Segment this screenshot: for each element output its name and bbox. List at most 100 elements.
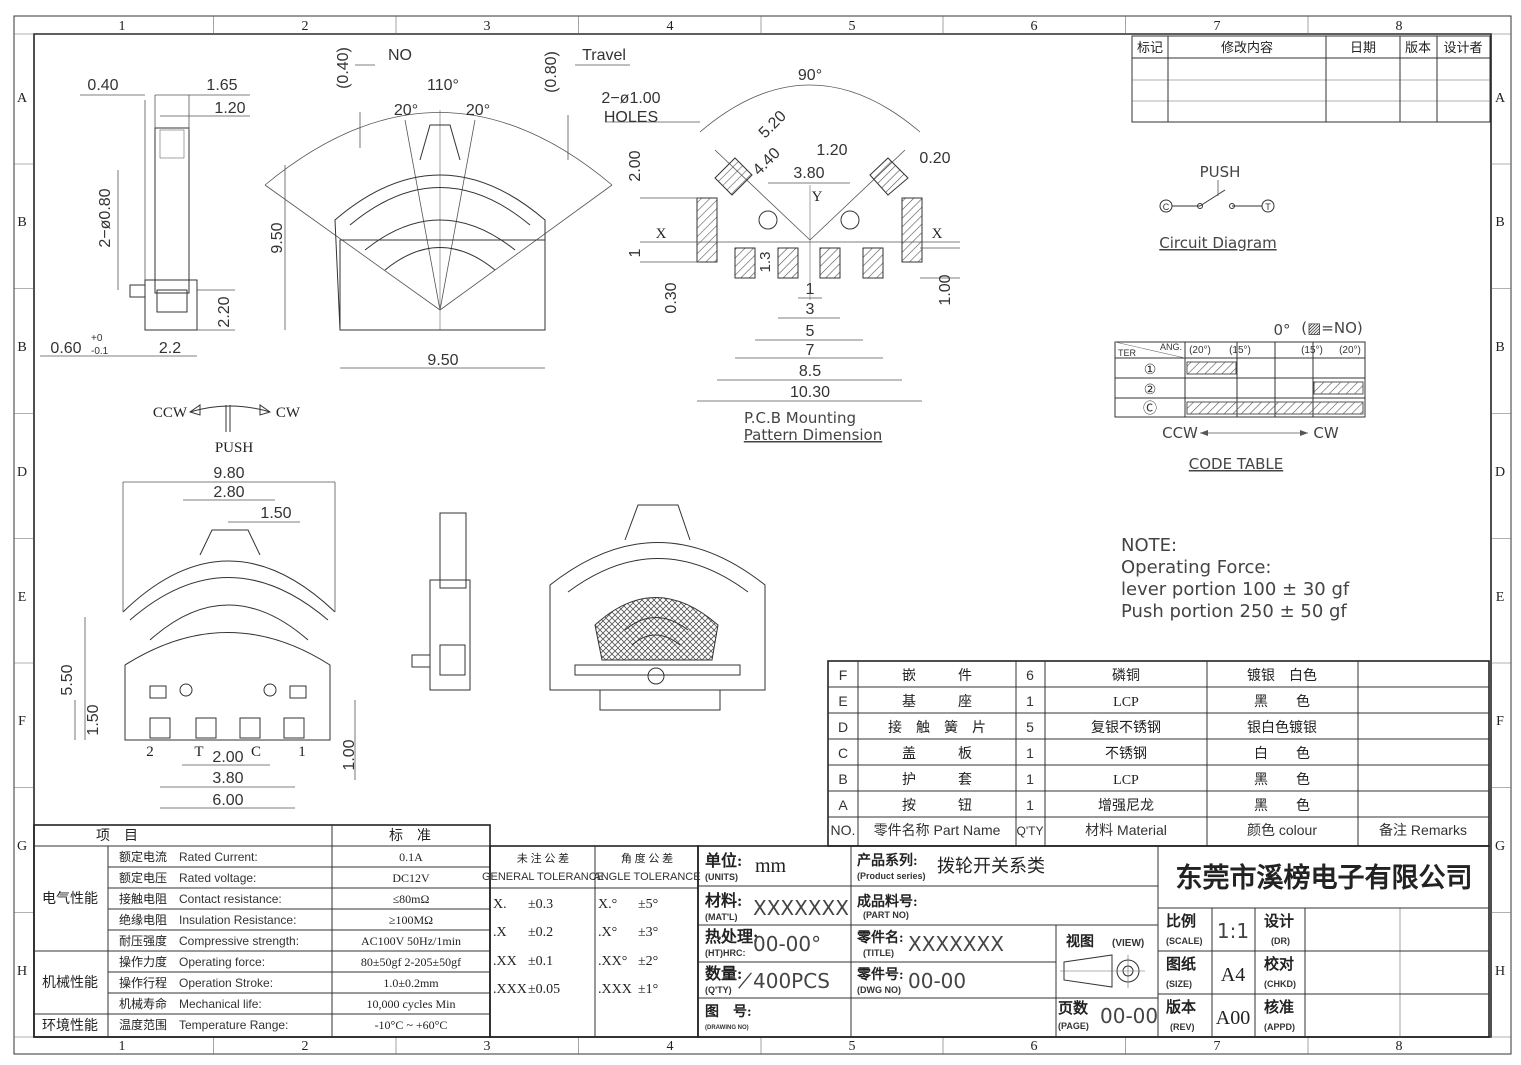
grid-col-top: 5 [849, 19, 856, 34]
grid-col-bottom: 5 [849, 1039, 856, 1054]
bom-cell-name: 按 钮 [902, 798, 972, 814]
pcb-width-3: 3 [806, 301, 815, 318]
spec-value: 10,000 cycles Min [367, 997, 456, 1011]
pcb-dim-1: 1 [627, 248, 644, 257]
grid-col-top: 3 [484, 19, 491, 34]
tol-angle-label: .X° [598, 925, 617, 940]
units-value: mm [755, 855, 787, 877]
bottom-dim-2-00: 2.00 [212, 749, 243, 766]
rev-header-designer: 设计者 [1443, 40, 1482, 55]
bom-cell-name: 护 套 [902, 772, 972, 788]
spec-name-cn: 机械寿命 [119, 996, 167, 1011]
pcb-dim-2-00: 2.00 [627, 150, 644, 181]
bom-header: NO. [831, 822, 856, 838]
grid-row-left: E [18, 590, 27, 605]
title-en: (TITLE) [863, 948, 894, 958]
tol-angle-label: .XX° [598, 954, 627, 969]
grid-row-left: F [18, 714, 26, 729]
side-dim-pins: 2−ø0.80 [97, 188, 114, 247]
pcb-caption-2: Pattern Dimension [744, 426, 882, 444]
tol-general-en: GENERAL TOLERANCE [482, 871, 604, 883]
rev-header-version: 版本 [1405, 40, 1431, 55]
tol-angle-value: ±1° [638, 982, 658, 997]
motion-symbol: CCW CW PUSH [153, 404, 301, 456]
code-table-20-right: (20°) [1339, 345, 1361, 356]
side-dim-1-65: 1.65 [206, 77, 237, 94]
bom-cell-name: 基 座 [902, 693, 972, 710]
grid-col-bottom: 2 [302, 1039, 309, 1054]
approved-en: (APPD) [1264, 1022, 1295, 1032]
pcb-axis-y: Y [812, 189, 823, 205]
pcb-axis-x-left: X [656, 226, 667, 242]
checked-cn: 校对 [1264, 955, 1294, 973]
tol-general-value: ±0.2 [528, 925, 553, 940]
bottom-dim-1-50-v: 1.50 [85, 704, 102, 735]
bom-header: 备注 Remarks [1379, 822, 1467, 838]
spec-value: 80±50gf 2-205±50gf [361, 955, 461, 969]
material-value: XXXXXXX [753, 896, 849, 920]
tol-general-value: ±0.3 [528, 897, 553, 912]
tol-general-label: X. [493, 897, 507, 912]
bottom-pin-c: C [251, 744, 261, 760]
spec-name-cn: 额定电流 [119, 849, 167, 864]
bom-cell-no: F [839, 667, 848, 683]
code-table-15-left: (15°) [1229, 345, 1251, 356]
heat-treatment-value: 00-00° [753, 932, 821, 956]
size-cn: 图纸 [1166, 955, 1196, 973]
side-dim-1-20: 1.20 [214, 100, 245, 117]
grid-row-left: B [17, 340, 26, 355]
title-block: 单位: (UNITS) mm 材料: (MAT'L) XXXXXXX 热处理: … [697, 845, 1490, 1038]
code-table-row-1: ① [1144, 361, 1157, 377]
grid-row-left: H [17, 964, 27, 979]
code-table-15-right: (15°) [1301, 345, 1323, 356]
quantity-cn: 数量: [705, 964, 742, 983]
spec-name-en: Operating force: [179, 955, 265, 969]
bom-cell-colour: 黑 色 [1254, 771, 1310, 788]
front-height: 9.50 [269, 222, 286, 253]
spec-name-en: Mechanical life: [179, 997, 262, 1011]
grid-col-top: 2 [302, 19, 309, 34]
code-table-legend: (▨=NO) [1301, 319, 1362, 337]
rev-header-date: 日期 [1350, 40, 1376, 55]
grid-row-left: A [17, 91, 28, 106]
circuit-diagram: PUSH C T Circuit Diagram [1159, 163, 1276, 252]
drawing-number-cn: 图 号: [705, 1004, 752, 1020]
bottom-pin-2: 2 [146, 744, 154, 760]
rev-header-content: 修改内容 [1221, 40, 1273, 55]
bom-cell-colour: 白 色 [1254, 745, 1310, 762]
bom-cell-colour: 镀银 白色 [1247, 667, 1317, 684]
bom-cell-no: B [838, 771, 847, 787]
circuit-terminal-t: T [1265, 202, 1271, 212]
tol-angle-label: X.° [598, 897, 617, 912]
outer-border [13, 15, 1512, 1055]
bottom-dim-1-00: 1.00 [341, 739, 358, 770]
bom-cell-name: 接 触 簧 片 [888, 719, 986, 736]
title-cn: 零件名: [856, 929, 904, 946]
series-en: (Product series) [857, 871, 926, 881]
spec-name-cn: 绝缘电阻 [119, 912, 167, 927]
side-dim-2-2: 2.2 [159, 340, 181, 357]
page-en: (PAGE) [1058, 1021, 1089, 1031]
spec-value: -10°C ~ +60°C [375, 1018, 448, 1032]
specs-group-environment: 环境性能 [42, 1018, 98, 1034]
section-view [549, 504, 766, 711]
specs-group-mechanical: 机械性能 [42, 975, 98, 991]
pcb-dim-0-30: 0.30 [663, 282, 680, 313]
tolerance-table: 未 注 公 差 GENERAL TOLERANCE 角 度 公 差 ANGLE … [482, 845, 701, 1038]
spec-name-en: Rated voltage: [179, 871, 256, 885]
pcb-caption-1: P.C.B Mounting [744, 409, 856, 427]
grid-row-right: G [1495, 839, 1505, 854]
note-block: NOTE: Operating Force: lever portion 100… [1121, 535, 1350, 622]
tol-general-cn: 未 注 公 差 [517, 851, 569, 865]
note-line-3: Push portion 250 ± 50 gf [1121, 601, 1347, 622]
spec-value: 1.0±0.2mm [383, 976, 439, 990]
pcb-width-7: 7 [806, 342, 815, 359]
title-value: XXXXXXX [908, 932, 1004, 956]
bom-cell-colour: 黑 色 [1254, 693, 1310, 710]
heat-treatment-cn: 热处理: [705, 927, 758, 946]
bottom-dim-2-80: 2.80 [213, 484, 244, 501]
grid-row-right: B [1495, 340, 1504, 355]
side-tol-down: -0.1 [91, 346, 109, 357]
circuit-push: PUSH [1200, 163, 1241, 181]
